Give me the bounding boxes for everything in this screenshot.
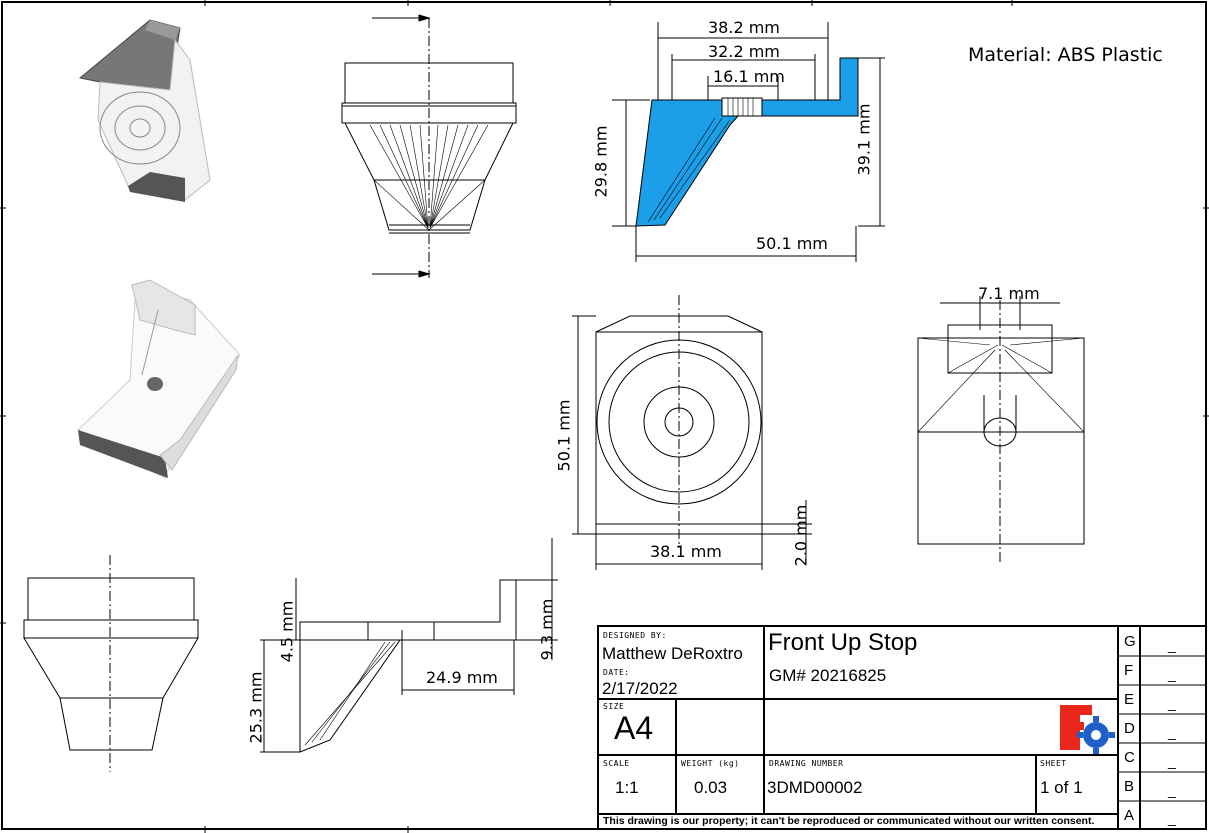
sheet-label: SHEET (1040, 759, 1067, 768)
gm-number: GM# 20216825 (769, 666, 887, 685)
iso-view-middle (77, 279, 241, 479)
date-value: 2/17/2022 (602, 679, 678, 698)
front-view-top (341, 14, 517, 278)
front-view-bottom (23, 555, 199, 772)
dim-top-w2: 32.2 mm (708, 42, 780, 61)
designed-by-label: DESIGNED BY: (603, 631, 667, 640)
property-notice: This drawing is our property; it can't b… (603, 815, 1095, 827)
sheet-value: 1 of 1 (1040, 778, 1083, 797)
drawing-title: Front Up Stop (768, 629, 918, 656)
rev-letter-b: B (1124, 778, 1135, 795)
dim-plan-small: 2.0 mm (791, 504, 811, 567)
dim-sec-right-h: 9.3 mm (537, 598, 557, 661)
rev-value-g: _ (1168, 637, 1176, 653)
scale-label: SCALE (603, 759, 630, 768)
rev-letter-d: D (1124, 720, 1135, 737)
dim-plan-h: 50.1 mm (554, 399, 574, 472)
rev-value-c: _ (1168, 753, 1176, 769)
rev-value-f: _ (1168, 666, 1176, 682)
dim-plan-w: 38.1 mm (650, 542, 722, 561)
dim-sec-big-h: 25.3 mm (246, 671, 266, 744)
dim-bottom-w: 50.1 mm (756, 234, 828, 253)
dim-sec-w: 24.9 mm (426, 668, 498, 687)
size-label: SIZE (603, 702, 625, 711)
dim-sec-small-h: 4.5 mm (277, 600, 297, 663)
title-block-frame (597, 625, 1207, 830)
rev-value-d: _ (1168, 724, 1176, 740)
iso-view-top (78, 19, 211, 202)
designed-by-value: Matthew DeRoxtro (602, 644, 743, 663)
dim-top-w3: 16.1 mm (713, 67, 785, 86)
rev-value-e: _ (1168, 695, 1176, 711)
rev-letter-c: C (1124, 749, 1135, 766)
drawing-number-label: DRAWING NUMBER (769, 759, 844, 768)
material-note: Material: ABS Plastic (968, 44, 1163, 66)
dim-right-h: 39.1 mm (854, 103, 874, 176)
plan-view (572, 295, 812, 570)
section-view-top (612, 22, 885, 262)
weight-label: WEIGHT (kg) (681, 759, 740, 768)
scale-value: 1:1 (615, 778, 639, 797)
rev-value-b: _ (1168, 782, 1176, 798)
size-value: A4 (614, 710, 654, 746)
rev-letter-g: G (1124, 633, 1136, 650)
section-view-bottom (260, 538, 558, 753)
rev-value-a: _ (1168, 810, 1176, 826)
dim-side-top: 7.1 mm (978, 284, 1040, 303)
dim-left-h: 29.8 mm (591, 125, 611, 198)
date-label: DATE: (603, 668, 630, 677)
rev-letter-a: A (1124, 807, 1135, 824)
rev-letter-e: E (1124, 691, 1135, 708)
dim-top-w1: 38.2 mm (708, 18, 780, 37)
drawing-number-value: 3DMD00002 (767, 778, 863, 797)
rev-letter-f: F (1124, 662, 1134, 679)
freecad-logo-icon (1060, 705, 1115, 754)
side-view (917, 296, 1085, 562)
weight-value: 0.03 (694, 778, 728, 797)
